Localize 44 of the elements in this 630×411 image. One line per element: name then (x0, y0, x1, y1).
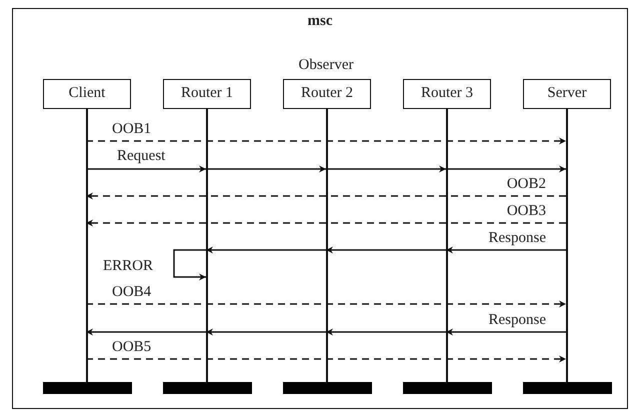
lifeline (566, 109, 568, 382)
message-arrow (446, 166, 566, 172)
edge-label: OOB5 (112, 339, 152, 356)
edge-label: Request (117, 148, 166, 165)
message-arrow (206, 246, 326, 254)
message-arrow (206, 166, 326, 172)
instance-box: Router 2 (283, 79, 371, 109)
instance-box: Client (43, 79, 131, 109)
lifeline (86, 109, 88, 382)
message-arrow (326, 166, 446, 172)
message-arrow (173, 249, 206, 280)
instance-end-bar (43, 382, 132, 394)
message-arrow (206, 328, 326, 336)
instance-box: Server (523, 79, 611, 109)
instance-end-bar (163, 382, 252, 394)
message-arrow (86, 356, 566, 362)
message-arrow (86, 300, 566, 308)
frame-title: msc (308, 13, 332, 30)
instance-end-bar (283, 382, 372, 394)
message-arrow (86, 138, 566, 144)
message-arrow (86, 220, 566, 226)
edge-label: Response (488, 312, 546, 329)
message-arrow (86, 166, 206, 172)
frame-box (12, 8, 628, 409)
lifeline (206, 109, 208, 382)
message-arrow (446, 328, 566, 336)
instance-box: Router 3 (403, 79, 491, 109)
message-arrow (326, 328, 446, 336)
edge-label: OOB1 (112, 121, 152, 138)
edge-label: ERROR (103, 258, 154, 275)
message-arrow (326, 246, 446, 254)
instance-caption: Observer (298, 57, 354, 74)
message-arrow (86, 328, 206, 336)
lifeline (446, 109, 448, 382)
edge-label: OOB4 (112, 284, 152, 301)
lifeline (326, 109, 328, 382)
edge-label: OOB2 (506, 176, 546, 193)
message-arrow (446, 246, 566, 254)
instance-box: Router 1 (163, 79, 251, 109)
edge-label: Response (488, 230, 546, 247)
message-arrow (86, 192, 566, 200)
instance-end-bar (403, 382, 492, 394)
instance-end-bar (523, 382, 612, 394)
edge-label: OOB3 (506, 203, 546, 220)
